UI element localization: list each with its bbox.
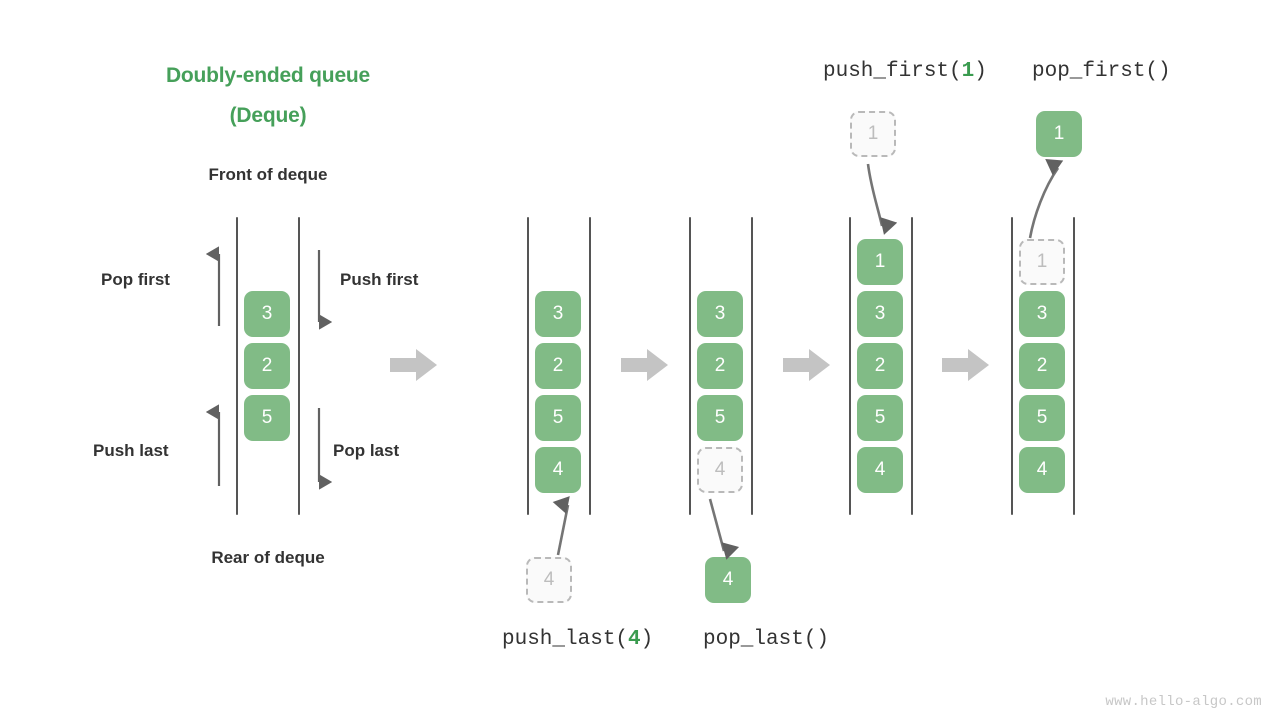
popped-element: 4	[705, 557, 751, 603]
page-title: Doubly-ended queue (Deque)	[108, 56, 428, 136]
deque-cell: 3	[244, 291, 290, 337]
deque-cell: 3	[1019, 291, 1065, 337]
step-arrow-icon	[783, 349, 830, 381]
push-last-caption: push_last(4)	[502, 628, 653, 651]
deque-cell: 4	[857, 447, 903, 493]
push-first-caption-arg: 1	[961, 60, 975, 83]
deque-cell: 2	[244, 343, 290, 389]
deque-cell: 5	[857, 395, 903, 441]
deque-cell: 5	[697, 395, 743, 441]
push-first-arrow-icon	[317, 250, 333, 330]
pop-last-caption-name: pop_last()	[703, 628, 830, 651]
pop-first-caption: pop_first()	[1032, 60, 1171, 83]
pop-first-caption-name: pop_first()	[1032, 60, 1171, 83]
push-first-caption-name: push_first(	[823, 60, 962, 83]
deque-cell: 3	[697, 291, 743, 337]
push-first-label: Push first	[340, 270, 419, 289]
pop-first-label: Pop first	[101, 270, 170, 289]
popped-element: 1	[1036, 111, 1082, 157]
deque-cell: 2	[857, 343, 903, 389]
pop-last-caption: pop_last()	[703, 628, 829, 651]
deque-cell: 4	[1019, 447, 1065, 493]
title-line-2: (Deque)	[229, 104, 307, 127]
deque-rail-left-push-first	[849, 217, 851, 515]
pop-first-motion-arrow-icon	[1028, 159, 1064, 239]
step-arrow-icon	[942, 349, 989, 381]
deque-rail-right-pop-first	[1073, 217, 1075, 515]
incoming-element-ghost: 1	[850, 111, 896, 157]
deque-cell: 2	[697, 343, 743, 389]
removed-element-ghost: 1	[1019, 239, 1065, 285]
deque-rail-left-pop-last	[689, 217, 691, 515]
watermark: www.hello-algo.com	[1105, 694, 1262, 710]
deque-cell: 3	[857, 291, 903, 337]
deque-rail-right-pop-last	[751, 217, 753, 515]
deque-rail-left-pop-first	[1011, 217, 1013, 515]
rear-of-deque-label: Rear of deque	[211, 548, 325, 567]
push-first-caption: push_first(1)	[823, 60, 987, 83]
deque-cell: 5	[535, 395, 581, 441]
push-first-caption-close: )	[974, 60, 987, 83]
pop-last-motion-arrow-icon	[708, 498, 740, 560]
title-line-1: Doubly-ended queue	[165, 64, 371, 87]
pop-last-label: Pop last	[333, 441, 400, 460]
deque-cell: 1	[857, 239, 903, 285]
deque-rail-right-push-first	[911, 217, 913, 515]
push-last-caption-name: push_last(	[502, 628, 629, 651]
push-last-arrow-icon	[205, 404, 221, 486]
push-last-caption-close: )	[640, 628, 654, 651]
pop-last-arrow-icon	[317, 408, 333, 490]
push-last-motion-arrow-icon	[552, 496, 570, 556]
deque-cell: 4	[535, 447, 581, 493]
deque-rail-right-push-last	[589, 217, 591, 515]
push-first-motion-arrow-icon	[866, 163, 898, 235]
deque-cell: 2	[535, 343, 581, 389]
step-arrow-icon	[390, 349, 437, 381]
deque-cell: 3	[535, 291, 581, 337]
deque-cell: 2	[1019, 343, 1065, 389]
deque-rail-right-overview	[298, 217, 300, 515]
deque-cell: 5	[244, 395, 290, 441]
deque-rail-left-push-last	[527, 217, 529, 515]
step-arrow-icon	[621, 349, 668, 381]
incoming-element-ghost: 4	[526, 557, 572, 603]
push-last-caption-arg: 4	[628, 628, 641, 651]
deque-rail-left-overview	[236, 217, 238, 515]
push-last-label: Push last	[93, 441, 169, 460]
front-of-deque-label: Front of deque	[208, 165, 328, 184]
removed-element-ghost: 4	[697, 447, 743, 493]
deque-cell: 5	[1019, 395, 1065, 441]
pop-first-arrow-icon	[205, 246, 221, 326]
